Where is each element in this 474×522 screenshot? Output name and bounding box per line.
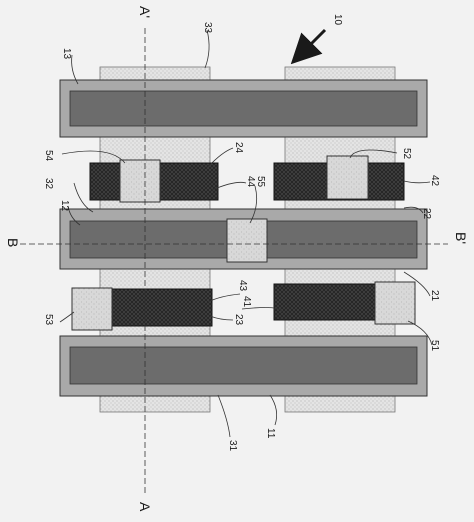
label-10: 10: [332, 14, 343, 26]
label-13: 13: [61, 48, 72, 60]
channel-43-left: [111, 288, 213, 327]
contact-51: [374, 281, 416, 325]
label-22: 22: [421, 208, 432, 220]
contact-53: [71, 287, 113, 331]
label-51: 51: [429, 340, 440, 352]
label-21: 21: [429, 290, 440, 302]
label-52: 52: [401, 148, 412, 160]
label-53: 53: [43, 314, 54, 326]
label-54: 54: [43, 150, 54, 162]
label-44: 44: [245, 176, 256, 188]
gate-11-inner: [69, 346, 418, 385]
label-32: 32: [43, 178, 54, 190]
label-12: 12: [59, 200, 70, 212]
label-43: 43: [237, 280, 248, 292]
leader-lines: [59, 29, 433, 438]
section-label-a-end: A': [137, 6, 153, 18]
contact-52: [326, 155, 369, 200]
arrow-10: [290, 28, 327, 65]
section-label-b-start: B: [5, 238, 21, 247]
label-23: 23: [233, 314, 244, 326]
channel-41-right: [273, 283, 376, 321]
contact-55: [226, 218, 268, 263]
contact-54: [119, 159, 161, 203]
gate-13-inner: [69, 90, 418, 127]
label-33: 33: [202, 22, 213, 34]
label-42: 42: [429, 175, 440, 187]
label-55: 55: [255, 176, 266, 188]
label-11: 11: [265, 428, 276, 439]
label-24: 24: [233, 142, 244, 154]
section-label-b-end: B': [453, 232, 469, 244]
reference-labels: 10 33 13 54 24 52 32 44 42 12 55 22 21 4…: [43, 14, 440, 452]
section-label-a-start: A: [137, 502, 153, 512]
label-31: 31: [227, 440, 238, 452]
label-41: 41: [241, 296, 252, 308]
